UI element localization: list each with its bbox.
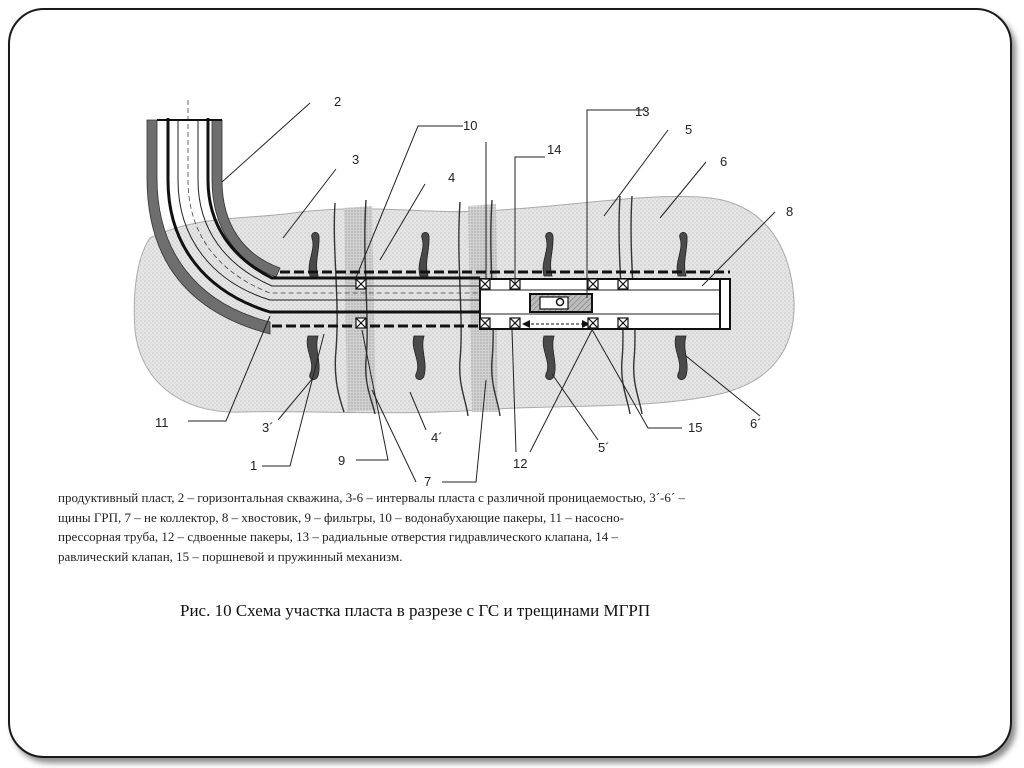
- fracture-lower-2: [412, 335, 426, 380]
- fracture-lower-3: [542, 335, 556, 380]
- label-10: 10: [463, 118, 477, 133]
- label-3-prime: 3´: [262, 420, 274, 435]
- fracture-lower-4: [674, 335, 688, 380]
- leader-3: [282, 168, 337, 239]
- legend-line: щины ГРП, 7 – не коллектор, 8 – хвостови…: [58, 509, 624, 525]
- leader-5p: [551, 373, 599, 441]
- label-2: 2: [334, 94, 341, 109]
- piston-arrow-head-right: [582, 320, 590, 328]
- interval-boundary: [458, 201, 469, 417]
- piston-arrow-head-left: [522, 320, 530, 328]
- leader-12b: [529, 329, 593, 453]
- label-6: 6: [720, 154, 727, 169]
- packer: [509, 278, 521, 290]
- leader-4p: [409, 391, 427, 431]
- figure-caption: Рис. 10 Схема участка пласта в разрезе с…: [180, 601, 651, 620]
- radial-hole: [555, 297, 565, 307]
- tubing-inner-2: [197, 120, 480, 287]
- packer: [479, 278, 491, 290]
- leader-10: [354, 125, 463, 281]
- label-3: 3: [352, 152, 359, 167]
- legend-line: прессорная труба, 12 – сдвоенные пакеры,…: [58, 529, 619, 544]
- fracture-lower-1: [306, 335, 320, 380]
- fracture-upper-3: [542, 232, 554, 277]
- fracture-upper-1: [308, 232, 320, 277]
- label-13: 13: [635, 104, 649, 119]
- packer: [587, 278, 599, 290]
- leader-7a: [371, 389, 417, 483]
- non-collector-band-1: [344, 206, 376, 412]
- fracture-upper-2: [418, 232, 430, 277]
- label-9: 9: [338, 453, 345, 468]
- label-5-prime: 5´: [598, 440, 610, 455]
- label-12: 12: [513, 456, 527, 471]
- tubing-inner: [177, 120, 480, 301]
- label-5: 5: [685, 122, 692, 137]
- label-8: 8: [786, 204, 793, 219]
- packer: [617, 317, 629, 329]
- packer: [509, 317, 521, 329]
- interval-boundary: [490, 199, 501, 417]
- tubing-outer-left: [166, 118, 480, 314]
- label-11: 11: [155, 415, 169, 430]
- leader-5: [603, 129, 669, 217]
- leader-6p: [685, 355, 761, 417]
- label-15: 15: [688, 420, 702, 435]
- horizontal-well-casing: [146, 119, 271, 335]
- leader-13: [586, 109, 646, 298]
- leader-9: [356, 329, 389, 461]
- leader-14: [514, 156, 545, 283]
- label-4: 4: [448, 170, 455, 185]
- packer: [355, 278, 367, 290]
- productive-layer: [133, 195, 795, 414]
- leader-4: [379, 183, 426, 261]
- interval-boundary: [364, 199, 376, 415]
- tubing-outer-right: [206, 118, 480, 280]
- liner-end: [719, 278, 731, 330]
- leader-12a: [511, 329, 517, 453]
- leader-15: [589, 325, 682, 429]
- label-4-prime: 4´: [431, 430, 443, 445]
- leader-8: [701, 211, 776, 287]
- packer: [355, 317, 367, 329]
- packer: [587, 317, 599, 329]
- interval-boundary: [333, 202, 345, 413]
- label-7: 7: [424, 474, 431, 489]
- leader-11: [188, 315, 271, 422]
- packer: [479, 317, 491, 329]
- packer: [617, 278, 629, 290]
- leader-3p: [277, 377, 314, 421]
- leader-7b: [442, 379, 487, 483]
- well-axis-dashed: [187, 100, 730, 294]
- interval-boundary: [630, 195, 643, 415]
- label-6-prime: 6´: [750, 416, 762, 431]
- label-1: 1: [250, 458, 257, 473]
- fracture-upper-4: [676, 232, 688, 277]
- legend-line: равлический клапан, 15 – поршневой и пру…: [58, 548, 403, 564]
- legend-line: продуктивный пласт, 2 – горизонтальная с…: [58, 490, 685, 505]
- legend-text: продуктивный пласт, 2 – горизонтальная с…: [58, 488, 908, 566]
- leader-2: [221, 102, 311, 183]
- label-14: 14: [547, 142, 561, 157]
- leader-6: [659, 161, 707, 219]
- interval-boundary: [618, 195, 631, 415]
